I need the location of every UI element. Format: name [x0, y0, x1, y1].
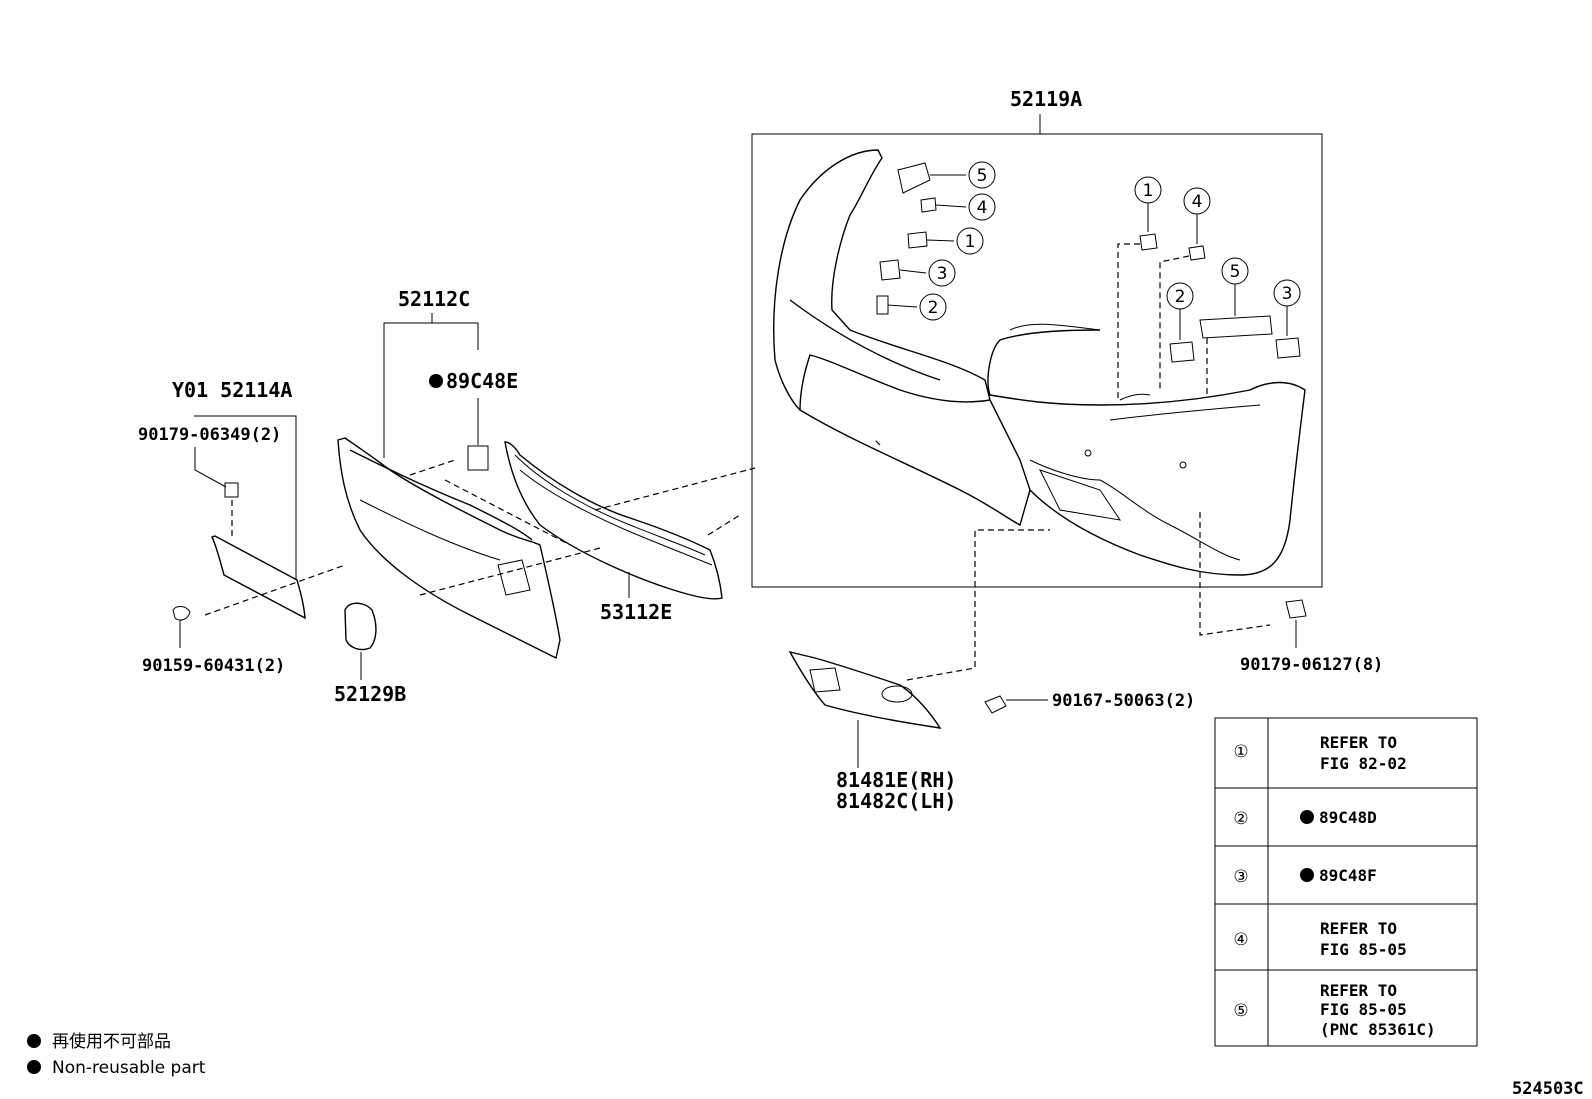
part-label-license-nut: 90179-06349(2)	[138, 425, 281, 445]
callout-4-left: 4	[977, 198, 988, 218]
bumper-cover-group: 52119A 5 4 1 3 2	[751, 87, 1323, 588]
reference-table: ① REFER TO FIG 82-02 ② 89C48D ③ 89C48F ④…	[1214, 717, 1478, 1047]
clip-1-left	[907, 231, 928, 249]
callout-2-left: 2	[928, 298, 939, 318]
part-label-fog-cover-lh: 81482C(LH)	[836, 789, 956, 813]
callout-5-left: 5	[977, 166, 988, 186]
table-row4-line1: REFER TO	[1320, 919, 1397, 938]
table-num-4: ④	[1233, 930, 1248, 950]
part-label-grille-clip: 89C48E	[446, 369, 518, 393]
diagram-id: 524503C	[1512, 1079, 1584, 1099]
table-row3-line1: 89C48F	[1319, 866, 1377, 885]
fog-cover-group: 81481E(RH) 81482C(LH) 90167-50063(2)	[788, 512, 1271, 813]
clip-3-right	[1275, 337, 1301, 359]
callout-3-right: 3	[1282, 284, 1293, 304]
callout-5-right: 5	[1230, 262, 1241, 282]
clip-3-left	[879, 259, 901, 281]
fog-cover-shape	[788, 650, 942, 729]
license-screw-shape	[172, 606, 191, 621]
lower-grille-group: 53112E	[504, 439, 881, 624]
license-bracket-group: Y01 52114A 90179-06349(2) 90159-60431(2)	[138, 378, 346, 676]
nonreusable-dot	[1300, 868, 1314, 882]
nonreusable-dot	[1300, 810, 1314, 824]
table-num-3: ③	[1233, 867, 1248, 887]
legend-en: Non-reusable part	[52, 1058, 206, 1078]
table-num-5: ⑤	[1233, 1001, 1248, 1021]
legend-jp: 再使用不可部品	[52, 1031, 171, 1052]
fog-screw-shape	[984, 695, 1007, 714]
clip-5-left	[897, 162, 931, 194]
part-label-license-bracket: Y01 52114A	[172, 378, 292, 402]
callout-3-left: 3	[937, 264, 948, 284]
clip-2-left	[876, 295, 889, 315]
callout-4-right: 4	[1192, 192, 1203, 212]
bumper-nut-shape	[1285, 599, 1307, 619]
bumper-cover-shape	[773, 149, 1306, 576]
table-num-1: ①	[1233, 742, 1248, 762]
part-label-hole-cover: 52129B	[334, 682, 406, 706]
license-bracket-shape	[211, 535, 306, 620]
part-label-lower-grille: 53112E	[600, 600, 672, 624]
bumper-assembly-box	[751, 133, 1323, 588]
table-row5-line3: (PNC 85361C)	[1320, 1020, 1436, 1039]
table-row5-line2: FIG 85-05	[1320, 1000, 1407, 1019]
license-nut-shape	[224, 482, 239, 498]
part-label-grille: 52112C	[398, 287, 470, 311]
bumper-nut-group: 90179-06127(8)	[1240, 599, 1383, 675]
legend: 再使用不可部品 Non-reusable part	[27, 1031, 206, 1078]
part-label-fog-cover-rh: 81481E(RH)	[836, 768, 956, 792]
table-row2-line1: 89C48D	[1319, 808, 1377, 827]
table-num-2: ②	[1233, 809, 1248, 829]
part-label-bumper-nut: 90179-06127(8)	[1240, 655, 1383, 675]
clip-5-right	[1199, 315, 1273, 339]
hole-cover-group: 52129B	[334, 602, 406, 706]
table-row4-line2: FIG 85-05	[1320, 940, 1407, 959]
callout-1-left: 1	[965, 232, 976, 252]
part-label-license-screw: 90159-60431(2)	[142, 656, 285, 676]
part-label-bumper-cover: 52119A	[1010, 87, 1082, 111]
grille-group: 52112C 89C48E	[337, 287, 601, 660]
table-row1-line1: REFER TO	[1320, 733, 1397, 752]
callout-2-right: 2	[1175, 287, 1186, 307]
table-row5-line1: REFER TO	[1320, 981, 1397, 1000]
grille-shape	[337, 437, 561, 660]
table-row1-line2: FIG 82-02	[1320, 754, 1407, 773]
nonreusable-dot	[429, 374, 443, 388]
clip-4-right	[1188, 245, 1206, 261]
legend-dot-jp	[27, 1034, 41, 1048]
clip-4-left	[920, 197, 937, 213]
clip-1-right	[1139, 233, 1158, 251]
grille-clip-shape	[467, 445, 489, 471]
lower-grille-shape	[504, 441, 723, 600]
part-label-fog-screw: 90167-50063(2)	[1052, 691, 1195, 711]
hole-cover-shape	[344, 602, 377, 651]
callout-1-right: 1	[1143, 181, 1154, 201]
clip-2-right	[1169, 341, 1195, 363]
legend-dot-en	[27, 1060, 41, 1074]
